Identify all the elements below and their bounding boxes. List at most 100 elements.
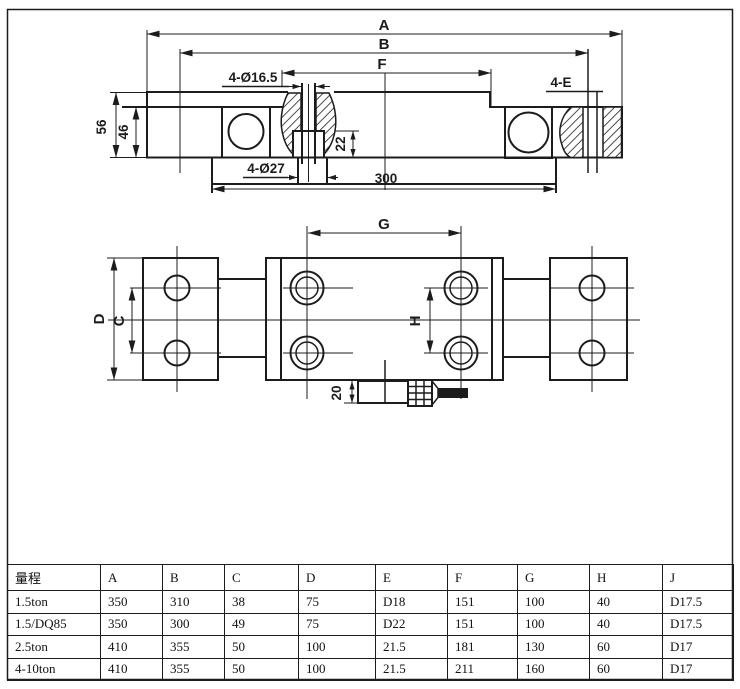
table-cell: 75 — [298, 612, 376, 637]
dim-h-label: H — [407, 316, 424, 327]
column-header: 量程 — [7, 563, 101, 592]
column-header: C — [224, 563, 299, 592]
dim-22: 22 — [333, 130, 356, 158]
table-cell: 181 — [447, 635, 518, 659]
table-cell: 211 — [447, 657, 518, 682]
dim-f-label: F — [377, 56, 386, 73]
cable-assembly — [357, 360, 468, 407]
dim-b-label: B — [379, 36, 390, 53]
column-header: B — [162, 563, 225, 592]
dim-56: 56 — [94, 92, 120, 158]
table-cell: 49 — [224, 612, 299, 637]
table-cell: D17 — [662, 635, 734, 659]
dim-a-label: A — [379, 17, 390, 34]
column-header: E — [375, 563, 448, 592]
table-cell: 40 — [589, 612, 663, 637]
table-cell: D22 — [375, 612, 448, 637]
column-header: H — [589, 563, 663, 592]
table-cell: 60 — [589, 657, 663, 682]
dim-300-label: 300 — [375, 171, 398, 186]
bolt-hole — [443, 270, 479, 306]
column-header: J — [662, 563, 734, 592]
dim-20-label: 20 — [329, 385, 344, 400]
table-row: 1.5/DQ85 350 300 49 75 D22 151 100 40 D1… — [7, 612, 734, 637]
column-header: D — [298, 563, 376, 592]
table-cell: 21.5 — [375, 657, 448, 682]
dim-d-label: D — [91, 313, 108, 324]
dim-46-label: 46 — [116, 124, 131, 140]
stud-holes-callout: 4-Ø16.5 — [222, 70, 330, 90]
table-cell: 350 — [100, 612, 163, 637]
stud-holes-label: 4-Ø16.5 — [229, 70, 278, 85]
table-cell: 355 — [162, 657, 225, 682]
table-cell: D18 — [375, 590, 448, 614]
table-cell: 410 — [100, 657, 163, 682]
plan-view-holes — [163, 270, 606, 371]
table-cell: 75 — [298, 590, 376, 614]
table-header-row: 量程 A B C D E F G H J — [7, 563, 734, 592]
pin-hole-left — [221, 106, 271, 159]
table-cell: 2.5ton — [7, 635, 101, 659]
table-row: 1.5ton 350 310 38 75 D18 151 100 40 D17.… — [7, 590, 734, 614]
dim-c-label: C — [111, 315, 128, 326]
table-cell: 100 — [298, 657, 376, 682]
right-end-block — [549, 257, 628, 381]
table-cell: 100 — [517, 612, 590, 637]
table-cell: 21.5 — [375, 635, 448, 659]
table-cell: 130 — [517, 635, 590, 659]
dim-b: B — [180, 36, 588, 57]
side-view-extension-lines — [110, 30, 623, 190]
left-end-block — [142, 257, 219, 381]
table-cell: D17.5 — [662, 590, 734, 614]
column-header: F — [447, 563, 518, 592]
table-cell: 50 — [224, 657, 299, 682]
table-cell: D17.5 — [662, 612, 734, 637]
hole — [578, 339, 606, 367]
spec-table: 量程 A B C D E F G H J 1.5ton 350 310 38 7… — [7, 563, 734, 682]
base-holes-callout: 4-Ø27 — [243, 161, 338, 181]
mounting-studs-right — [559, 106, 623, 159]
table-cell: 4-10ton — [7, 657, 101, 682]
plan-view-body — [142, 257, 628, 381]
table-cell: 350 — [100, 590, 163, 614]
hole — [163, 339, 191, 367]
table-row: 4-10ton 410 355 50 100 21.5 211 160 60 D… — [7, 657, 734, 682]
dim-f: F — [282, 56, 491, 77]
dim-g: G — [308, 216, 461, 237]
dim-56-label: 56 — [94, 119, 109, 135]
table-cell: 1.5ton — [7, 590, 101, 614]
table-cell: D17 — [662, 657, 734, 682]
plan-view-centerlines — [107, 226, 640, 404]
table-cell: 40 — [589, 590, 663, 614]
table-cell: 355 — [162, 635, 225, 659]
table-cell: 100 — [517, 590, 590, 614]
bolt-hole — [443, 335, 479, 371]
table-cell: 60 — [589, 635, 663, 659]
table-cell: 100 — [298, 635, 376, 659]
bolt-hole — [289, 335, 325, 371]
base-holes-label: 4-Ø27 — [247, 161, 285, 176]
corner-bolts-callout: 4-E — [546, 75, 603, 93]
dim-d: D — [91, 258, 118, 380]
dim-20: 20 — [329, 380, 355, 403]
cable-gland — [357, 380, 409, 404]
table-cell: 410 — [100, 635, 163, 659]
table-cell: 300 — [162, 612, 225, 637]
pin-hole-right — [504, 106, 553, 159]
side-view: A B F 4-Ø16.5 4-E 56 — [94, 17, 623, 193]
dim-h: H — [407, 288, 434, 353]
table-cell: 1.5/DQ85 — [7, 612, 101, 637]
dim-a: A — [147, 17, 622, 38]
hole — [578, 274, 606, 302]
dim-46: 46 — [116, 107, 140, 158]
column-header: G — [517, 563, 590, 592]
plan-view: G D C H 20 — [91, 216, 640, 407]
cable-connector — [407, 379, 433, 407]
table-cell: 160 — [517, 657, 590, 682]
hole — [163, 274, 191, 302]
table-row: 2.5ton 410 355 50 100 21.5 181 130 60 D1… — [7, 635, 734, 659]
table-cell: 151 — [447, 590, 518, 614]
column-header: A — [100, 563, 163, 592]
dim-g-label: G — [378, 216, 390, 233]
